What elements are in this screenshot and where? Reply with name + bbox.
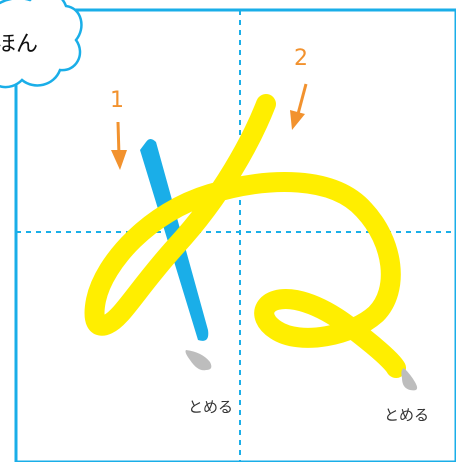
- stroke-2-stop-label: とめる: [384, 406, 430, 424]
- grid-frame: [14, 8, 456, 462]
- stroke-2-number: 2: [294, 46, 308, 71]
- stop-mark-2: [401, 368, 418, 391]
- stroke-2-shape: [84, 94, 406, 378]
- badge-text: ほん: [0, 32, 39, 57]
- stop-mark-1: [185, 350, 212, 371]
- stroke-2-arrow: [290, 83, 308, 130]
- stroke-1-number: 1: [110, 88, 124, 113]
- cloud-badge: [0, 0, 83, 89]
- stroke-1-stop-label: とめる: [188, 398, 234, 416]
- stroke-1-arrow: [111, 121, 127, 170]
